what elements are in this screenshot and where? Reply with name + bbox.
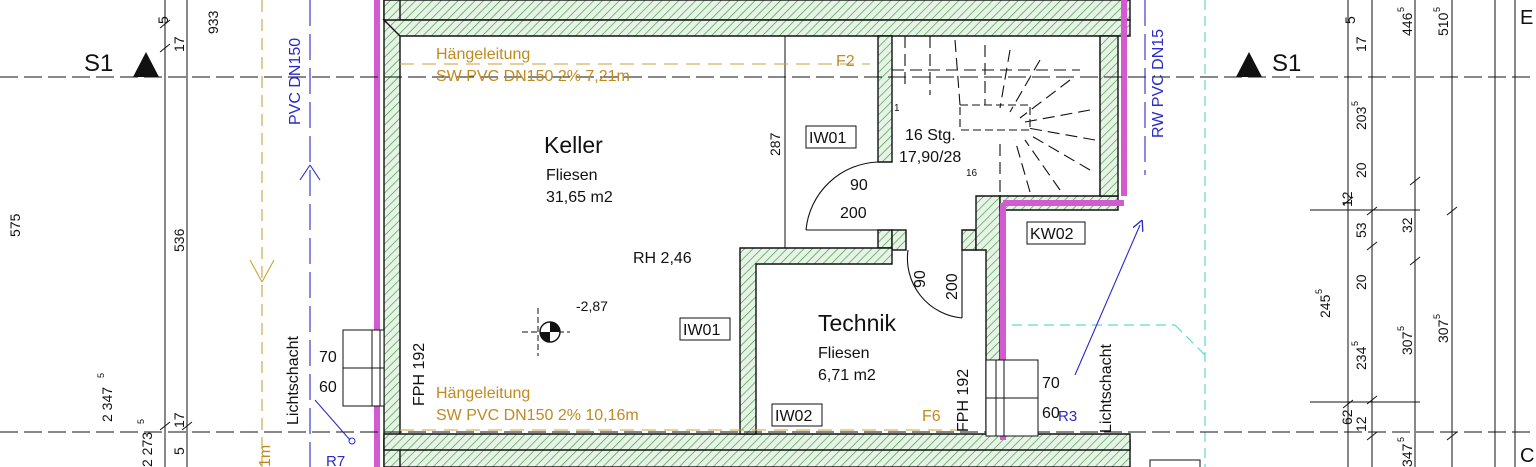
dim-right-446: 446: [1399, 12, 1415, 36]
room-area-technik: 6,71 m2: [818, 367, 876, 384]
dim-right-203-sup: 5: [1350, 101, 1360, 106]
dim-right-510-sup: 5: [1432, 7, 1442, 12]
dim-right-347: 347: [1399, 443, 1415, 467]
pipe-lower-line1: Hängeleitung: [436, 385, 530, 402]
window-right: [985, 359, 1039, 437]
dimensions-right: 5 446 5 510 5 17 203 5 20 12 53 32 20 24…: [1314, 7, 1451, 467]
dim-right-234-sup: 5: [1350, 341, 1360, 346]
dim-287: 287: [767, 132, 783, 156]
door-keller-height: 200: [840, 205, 867, 222]
dim-right-347-sup: 5: [1396, 437, 1406, 442]
stair-last-step: 16: [966, 168, 978, 179]
dim-right-32: 32: [1399, 217, 1415, 233]
dim-right-307b: 307: [1435, 319, 1451, 343]
dim-right-245: 245: [1317, 294, 1333, 318]
section-label-left: S1: [84, 50, 113, 77]
pipe-lower-line2: SW PVC DN150 2% 10,16m: [436, 407, 639, 424]
dim-right-17: 17: [1353, 36, 1369, 52]
window-left-width: 70: [319, 349, 337, 366]
cyan-guides: [1012, 0, 1206, 467]
window-right-height: 60: [1042, 405, 1060, 422]
dim-right-53: 53: [1353, 222, 1369, 238]
stair-count: 16 Stg.: [905, 127, 956, 144]
wall-tag-iw01-upper: IW01: [809, 130, 846, 147]
pipe-mark-r7: R7: [326, 453, 345, 467]
dim-right-510: 510: [1435, 12, 1451, 36]
door-swings: [805, 161, 963, 319]
section-label-right: S1: [1272, 50, 1301, 77]
pipe-mark-f6: F6: [922, 408, 941, 425]
dim-right-245-sup: 5: [1314, 289, 1324, 294]
dim-left-17-bot: 17: [171, 412, 187, 428]
door-keller-width: 90: [850, 177, 868, 194]
dim-left-2347: 2 347: [99, 387, 115, 422]
dim-left-2273-sup: 5: [136, 419, 146, 424]
dim-right-5: 5: [1342, 16, 1358, 24]
edge-letter-top: E: [1520, 7, 1533, 29]
wall-tag-iw01-lower: IW01: [683, 322, 720, 339]
dim-right-12-top: 12: [1339, 191, 1355, 207]
section-mark-left: S1: [84, 50, 159, 77]
door-technik-height: 200: [944, 273, 961, 300]
axis-lines: [0, 76, 1536, 433]
dim-right-203: 203: [1353, 106, 1369, 130]
walls: [382, 0, 1131, 467]
window-left-label: Lichtschacht: [285, 336, 302, 425]
stair-ratio: 17,90/28: [899, 149, 961, 166]
staircase: [892, 35, 1101, 197]
window-right-width: 70: [1042, 375, 1060, 392]
dim-left-5: 5: [155, 16, 171, 24]
pipe-upper-line2: SW PVC DN150 2% 7,21m: [436, 68, 630, 85]
pipe-left-fragment: 1m: [257, 445, 274, 467]
dim-right-20b: 20: [1353, 274, 1369, 290]
wall-tag-kw02: KW02: [1030, 226, 1074, 243]
room-floor-keller: Fliesen: [546, 167, 598, 184]
dim-left-933: 933: [205, 10, 221, 34]
pipe-lines: [249, 0, 1146, 467]
dim-left-2347-sup: 5: [96, 373, 106, 378]
dim-right-234: 234: [1353, 346, 1369, 370]
dim-right-62: 62: [1339, 409, 1355, 425]
pipe-mark-f2: F2: [836, 53, 855, 70]
dim-left-2273: 2 273: [139, 432, 155, 467]
dim-right-12-bot: 12: [1353, 416, 1369, 432]
room-height: RH 2,46: [633, 250, 692, 267]
stair-first-step: 1: [894, 103, 900, 114]
section-mark-right: S1: [1236, 50, 1301, 77]
dim-left-17-top: 17: [171, 36, 187, 52]
room-name-technik: Technik: [818, 310, 896, 336]
window-left: [342, 329, 385, 407]
room-area-keller: 31,65 m2: [546, 189, 613, 206]
window-right-fph: FPH 192: [955, 369, 972, 432]
window-right-label: Lichtschacht: [1098, 344, 1115, 433]
dimensions-left: 5 17 933 575 536 2 347 5 2 273 5 17 5: [7, 10, 221, 467]
window-left-height: 60: [319, 379, 337, 396]
level-marker-icon: [522, 308, 570, 356]
tag-boxes: [679, 125, 1201, 467]
dim-left-536: 536: [171, 228, 187, 252]
pipe-right-riser: RW PVC DN15: [1150, 29, 1167, 138]
dim-right-307a: 307: [1399, 331, 1415, 355]
dim-right-307a-sup: 5: [1396, 326, 1406, 331]
pipe-upper-line1: Hängeleitung: [436, 46, 530, 63]
room-name-keller: Keller: [544, 132, 603, 158]
pipe-mark-r3: R3: [1058, 408, 1077, 425]
room-floor-technik: Fliesen: [818, 345, 870, 362]
door-technik-width: 90: [912, 270, 929, 288]
window-left-fph: FPH 192: [411, 343, 428, 406]
dimension-lines: [159, 0, 1516, 467]
level-mark: -2,87: [576, 298, 608, 314]
pipe-left-riser: PVC DN150: [287, 38, 304, 125]
dim-left-5-bot: 5: [171, 447, 187, 455]
wall-tag-iw02: IW02: [775, 408, 812, 425]
dim-right-20: 20: [1353, 162, 1369, 178]
dim-left-575: 575: [7, 213, 23, 237]
dim-right-446-sup: 5: [1396, 7, 1406, 12]
dim-right-307b-sup: 5: [1432, 314, 1442, 319]
edge-letter-bottom: C: [1520, 445, 1534, 467]
